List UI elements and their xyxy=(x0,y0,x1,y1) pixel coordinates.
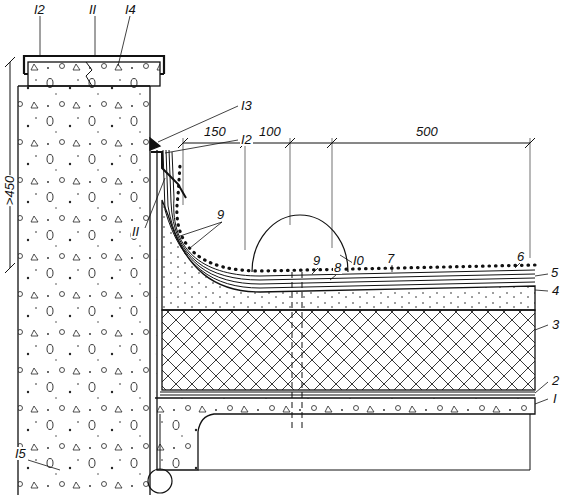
callout-number: I2 xyxy=(33,3,46,16)
callout-number: I3 xyxy=(240,99,253,112)
callout-number: II xyxy=(131,225,140,238)
callout-number: I0 xyxy=(352,254,365,267)
callout-number: II xyxy=(88,3,97,16)
dimension-text: 100 xyxy=(258,125,282,138)
callout-number: 4 xyxy=(551,284,560,297)
callout-number: 2 xyxy=(551,374,560,387)
dimension-text: >450 xyxy=(4,174,17,205)
callout-number: 7 xyxy=(386,252,395,265)
callout-number: I xyxy=(552,392,558,405)
callout-number: 3 xyxy=(551,318,560,331)
callout-number: I5 xyxy=(14,447,27,460)
callout-number: 9 xyxy=(216,208,225,221)
dimension-text: 500 xyxy=(415,125,439,138)
callout-number: I2 xyxy=(240,133,253,146)
callout-number: 9 xyxy=(312,254,321,267)
dimension-text: 150 xyxy=(203,125,227,138)
callout-number: 8 xyxy=(333,261,342,274)
callout-number: 5 xyxy=(550,266,559,279)
callout-number: 6 xyxy=(516,250,525,263)
callout-number: I4 xyxy=(124,3,137,16)
